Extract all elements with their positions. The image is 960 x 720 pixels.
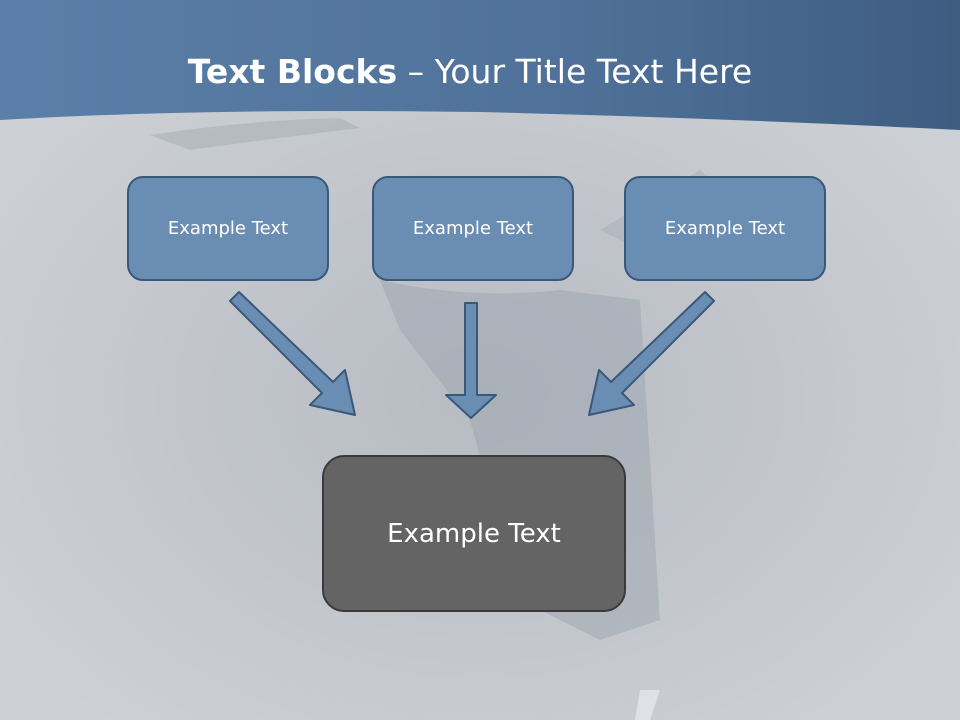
text-block-2[interactable]: Example Text [372, 176, 574, 281]
title-rest-part: – Your Title Text Here [397, 52, 753, 91]
arrow-right-icon [588, 291, 715, 416]
page-title: Text Blocks – Your Title Text Here [0, 52, 940, 91]
text-block-1-label: Example Text [167, 218, 289, 239]
title-bold-part: Text Blocks [187, 52, 398, 91]
text-block-3[interactable]: Example Text [624, 176, 826, 281]
arrow-down-icon [445, 302, 497, 419]
text-block-1[interactable]: Example Text [127, 176, 329, 281]
text-block-3-label: Example Text [664, 218, 786, 239]
header-band [0, 0, 960, 130]
text-block-2-label: Example Text [412, 218, 534, 239]
result-block-label: Example Text [387, 518, 561, 549]
arrow-left-icon [229, 291, 356, 416]
result-block[interactable]: Example Text [322, 455, 626, 612]
